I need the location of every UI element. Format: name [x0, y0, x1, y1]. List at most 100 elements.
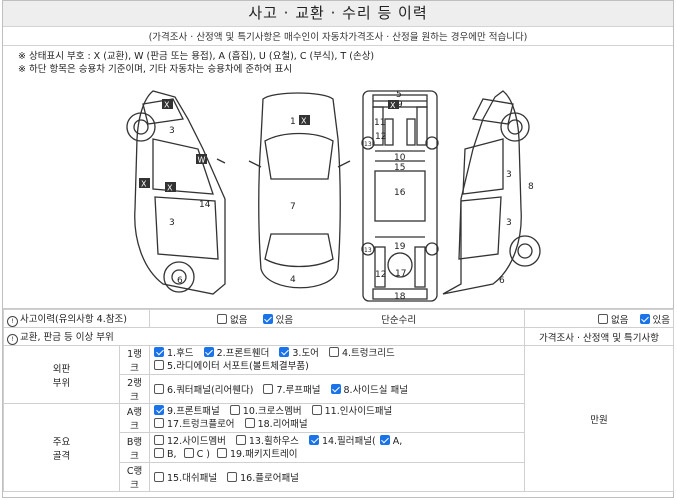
- accident-none-checkbox[interactable]: [217, 313, 228, 324]
- outer-rank2-items: 6.쿼터패널(리어휀다) 7.루프패널 8.사이드실 패널: [149, 374, 525, 404]
- label-roof: 7: [290, 202, 296, 212]
- marker-left-w: W: [196, 154, 207, 165]
- label-u17: 17: [395, 269, 406, 279]
- side-sill-checkbox[interactable]: [330, 384, 341, 394]
- simple-repair-label: 단순수리: [381, 314, 417, 326]
- page-title: 사고 · 교환 · 수리 등 이력: [3, 1, 673, 27]
- outer-rank1-row: 외판 부위 1랭크 1.후드 2.프론트휀더 3.도어 4.트렁크리드 5.라디…: [3, 345, 674, 492]
- svg-text:X: X: [390, 101, 396, 110]
- rank2-label: 2랭크: [119, 374, 150, 404]
- dash-panel-checkbox[interactable]: [154, 472, 164, 482]
- label-left-wheel: 6: [177, 276, 183, 286]
- right-side-view: [442, 90, 541, 295]
- hood-checkbox[interactable]: [154, 347, 164, 357]
- front-fender-checkbox[interactable]: [203, 347, 214, 357]
- label-u13b: 13: [364, 247, 372, 254]
- label-u19: 19: [394, 242, 406, 252]
- label-right-wheel: 6: [499, 276, 505, 286]
- label-right-quarter: 8: [528, 182, 534, 192]
- label-u11: 11: [374, 118, 385, 128]
- label-trunk: 4: [290, 275, 296, 285]
- trunk-lid-checkbox[interactable]: [328, 347, 339, 357]
- damage-markers: X W X X X X: [139, 99, 399, 193]
- info-icon: !: [7, 315, 18, 327]
- label-left-fender: 3: [169, 126, 175, 136]
- accident-row: !사고이력(유의사항 4.참조) 없음 있음 단순수리 없음 있음: [3, 309, 674, 328]
- outer-category: 외판 부위: [3, 345, 120, 404]
- parts-label-cell: !교환, 판금 등 이상 부위: [3, 327, 525, 346]
- wheel-house-checkbox[interactable]: [235, 434, 246, 445]
- label-u16: 16: [394, 188, 406, 198]
- parts-header-row: !교환, 판금 등 이상 부위 가격조사 · 산정액 및 특기사항: [3, 327, 674, 346]
- accident-yes-checkbox[interactable]: [262, 313, 273, 324]
- label-hood: 1: [290, 117, 296, 127]
- marker-hood-x: X: [299, 115, 310, 126]
- label-left-door: 3: [169, 218, 175, 228]
- quarter-panel-checkbox[interactable]: [154, 384, 164, 394]
- side-member-checkbox[interactable]: [154, 434, 164, 445]
- label-right-door: 3: [506, 218, 512, 228]
- label-u18: 18: [394, 292, 406, 302]
- history-table: !사고이력(유의사항 4.참조) 없음 있음 단순수리 없음 있음 !교환, 판…: [3, 309, 674, 492]
- label-u13: 13: [364, 141, 372, 148]
- label-u12: 12: [375, 132, 386, 142]
- rear-panel-checkbox[interactable]: [244, 418, 255, 428]
- note-symbols: ※ 상태표시 부호 : X (교환), W (판금 또는 용접), A (흠집)…: [18, 51, 375, 62]
- simple-repair-yes-checkbox[interactable]: [639, 313, 650, 324]
- accident-label-cell: !사고이력(유의사항 4.참조): [3, 309, 150, 328]
- pillar-a-checkbox[interactable]: [379, 434, 390, 445]
- pricing-label-cell: 가격조사 · 산정액 및 특기사항: [524, 327, 674, 346]
- simple-repair-none-checkbox[interactable]: [597, 313, 608, 324]
- divider: [3, 45, 673, 46]
- left-side-view: [126, 90, 226, 295]
- pillar-c-checkbox[interactable]: [183, 447, 194, 458]
- floor-panel-checkbox[interactable]: [227, 472, 238, 482]
- door-checkbox[interactable]: [279, 347, 290, 357]
- amount-cell: 만원: [524, 345, 674, 492]
- radiator-support-checkbox[interactable]: [154, 360, 164, 370]
- vehicle-diagram: 3 3 14 6 1 7 4 5 9 11 12 13 10 15 16 19 …: [126, 90, 541, 302]
- rankB-label: B랭크: [119, 432, 150, 463]
- package-tray-checkbox[interactable]: [216, 447, 227, 458]
- svg-text:W: W: [198, 156, 206, 165]
- frame-rankC-items: 15.대쉬패널 16.플로어패널: [149, 462, 525, 492]
- front-panel-checkbox[interactable]: [154, 405, 164, 415]
- label-right-fender: 3: [506, 170, 512, 180]
- accident-options: 없음 있음 단순수리: [149, 309, 525, 328]
- label-u9: 9: [397, 100, 403, 110]
- label-u10: 10: [394, 153, 406, 163]
- pillar-b-checkbox[interactable]: [154, 447, 164, 458]
- svg-text:X: X: [141, 180, 147, 189]
- rankA-label: A랭크: [119, 403, 150, 433]
- svg-text:X: X: [301, 117, 307, 126]
- frame-rankC-row: C랭크 15.대쉬패널 16.플로어패널: [4, 462, 674, 492]
- cross-member-checkbox[interactable]: [229, 405, 240, 415]
- label-u12b: 12: [375, 270, 386, 280]
- frame-rankA-items: 9.프론트패널 10.크로스멤버 11.인사이드패널 17.트렁크플로어 18.…: [149, 403, 525, 433]
- page-subtitle: (가격조사 · 산정액 및 특기사항은 매수인이 자동차가격조사 · 산정을 원…: [148, 32, 528, 43]
- marker-left-x2: X: [165, 182, 176, 193]
- simple-repair-options: 없음 있음: [524, 309, 674, 328]
- top-view: [248, 92, 351, 289]
- inside-panel-checkbox[interactable]: [311, 405, 322, 415]
- frame-rankB-items: 12.사이드멤버 13.휠하우스 14.필러패널( A, B, C ) 19.패…: [149, 432, 525, 463]
- pillar-panel-checkbox[interactable]: [308, 434, 319, 445]
- label-u5: 5: [396, 90, 402, 100]
- rankC-label: C랭크: [119, 462, 150, 492]
- svg-text:X: X: [164, 101, 170, 110]
- frame-category: 주요 골격: [3, 403, 120, 492]
- outer-rank2-row: 2랭크 6.쿼터패널(리어휀다) 7.루프패널 8.사이드실 패널: [4, 374, 674, 404]
- svg-text:X: X: [167, 184, 173, 193]
- marker-front-panel-x: X: [388, 100, 399, 110]
- marker-left-hood-x: X: [162, 99, 173, 110]
- info-icon: !: [7, 333, 18, 345]
- trunk-floor-checkbox[interactable]: [154, 418, 164, 428]
- marker-left-x1: X: [139, 178, 150, 189]
- roof-panel-checkbox[interactable]: [263, 384, 274, 394]
- note-scope: ※ 하단 항목은 승용차 기준이며, 기타 자동차는 승용차에 준하여 표시: [18, 64, 293, 75]
- underbody-view: [361, 90, 439, 302]
- divider: [3, 308, 673, 309]
- notes: ※ 상태표시 부호 : X (교환), W (판금 또는 용접), A (흠집)…: [18, 50, 374, 76]
- outer-rank1-items: 1.후드 2.프론트휀더 3.도어 4.트렁크리드 5.라디에이터 서포트(볼트…: [149, 345, 525, 375]
